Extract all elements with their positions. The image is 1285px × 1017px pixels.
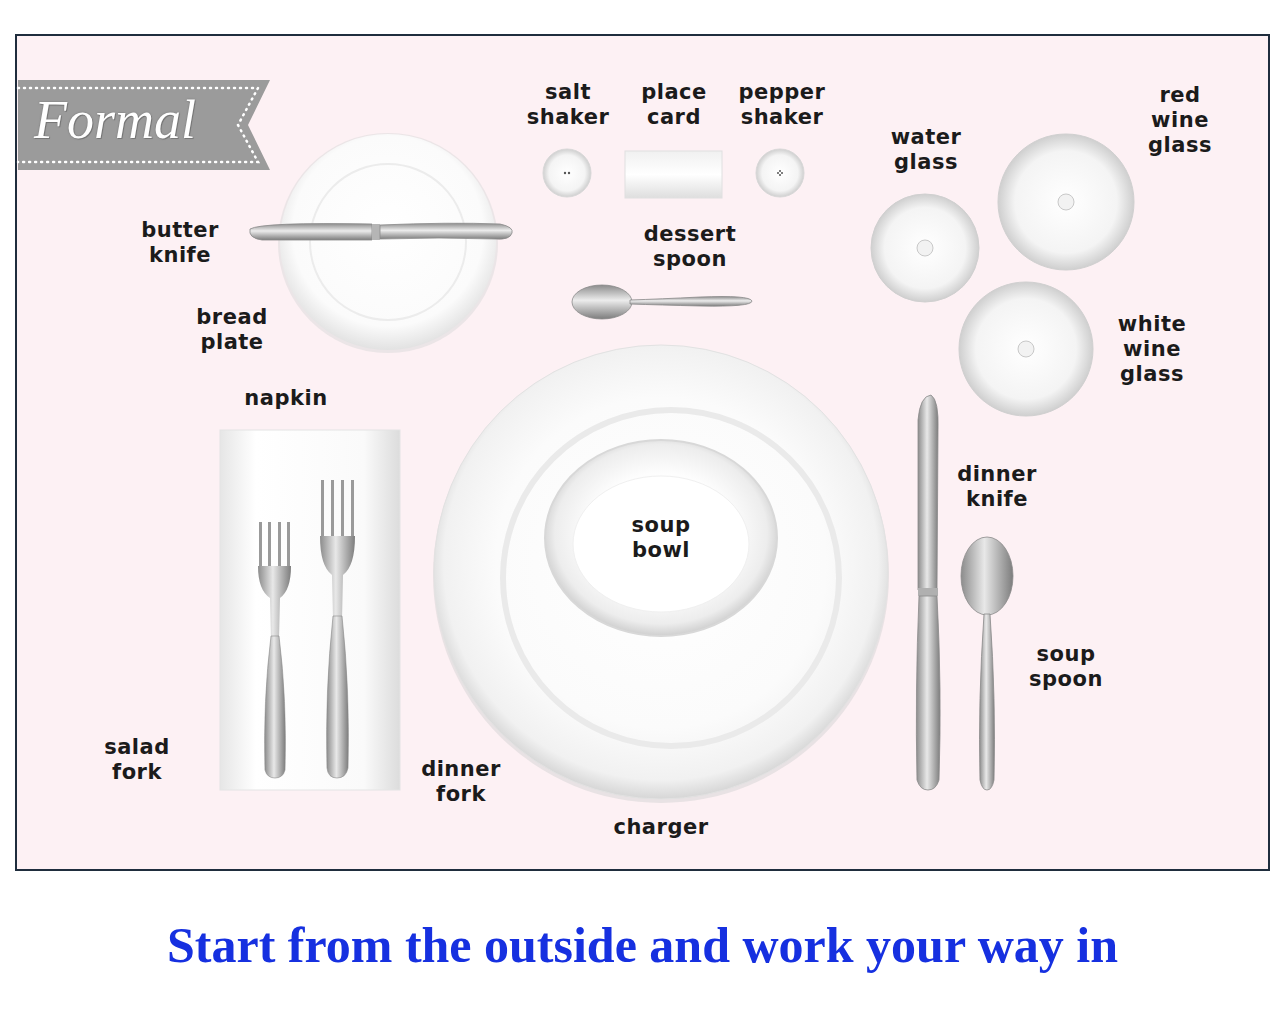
node-label: soup bowl	[632, 513, 691, 563]
part-label: bread plate	[196, 305, 267, 355]
part-label: soup spoon	[1029, 642, 1103, 692]
part-label: salt shaker	[527, 80, 610, 130]
part-label: napkin	[244, 386, 327, 411]
part-label: butter knife	[141, 218, 219, 268]
dinner-knife	[916, 395, 940, 790]
part-label: water glass	[891, 125, 962, 175]
red-wine-glass	[998, 134, 1134, 270]
salad-fork	[258, 522, 291, 778]
white-wine-glass	[959, 282, 1093, 416]
banner-title: Formal	[34, 90, 196, 150]
napkin	[220, 430, 400, 790]
part-label: dinner knife	[957, 462, 1037, 512]
part-label: dessert spoon	[644, 222, 736, 272]
salt-shaker	[543, 149, 591, 197]
part-label: pepper shaker	[739, 80, 826, 130]
water-glass	[871, 194, 979, 302]
dinner-fork	[320, 480, 355, 778]
part-label: salad fork	[104, 735, 170, 785]
setting-frame	[16, 35, 1269, 870]
dessert-spoon	[572, 285, 752, 319]
part-label: dinner fork	[421, 757, 501, 807]
charger-plate: chargersoup bowl	[433, 344, 889, 800]
bread-plate	[278, 133, 498, 353]
caption-text: Start from the outside and work your way…	[0, 914, 1285, 976]
pepper-shaker	[756, 149, 804, 197]
part-label: charger	[613, 815, 708, 840]
soup-spoon	[961, 537, 1013, 790]
title-banner	[18, 80, 270, 170]
soup-bowl: soup bowl	[545, 440, 777, 636]
part-label: white wine glass	[1118, 312, 1186, 387]
part-label: place card	[641, 80, 707, 130]
part-label: red wine glass	[1148, 83, 1212, 158]
place-card	[625, 151, 722, 198]
butter-knife	[250, 223, 513, 240]
